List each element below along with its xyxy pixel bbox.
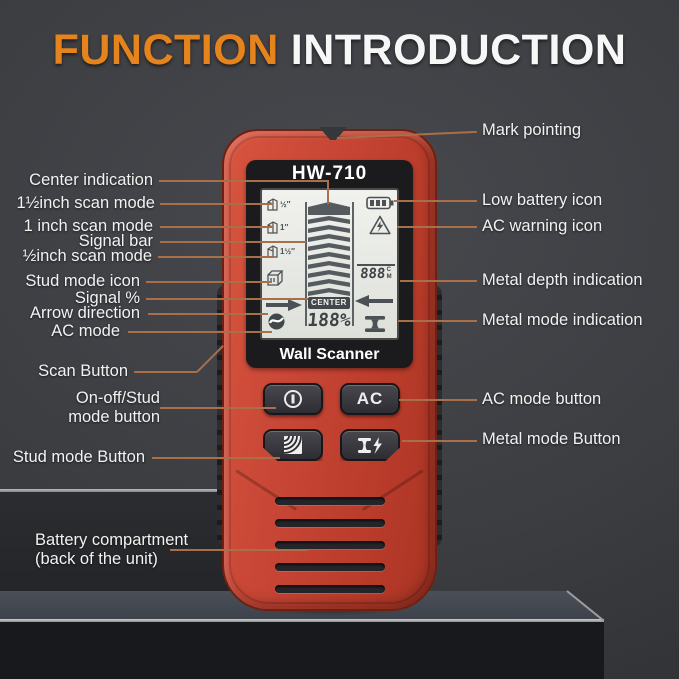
callout-label-metal-depth-indication: Metal depth indication <box>482 271 643 289</box>
arrow-left-glyph <box>355 295 393 307</box>
callout-label-battery-compartment: Battery compartment (back of the unit) <box>35 531 189 568</box>
center-indication-badge: CENTER <box>308 297 350 309</box>
power-icon <box>284 390 302 408</box>
left-arrow-icon <box>355 293 393 312</box>
unit-c: C <box>386 267 391 273</box>
title-highlight: FUNCTION <box>52 26 279 74</box>
page-icon <box>267 198 278 211</box>
platform-front-face <box>0 622 604 679</box>
line-metal-depth <box>400 280 477 282</box>
line-metal-mode-ind <box>398 320 477 322</box>
scan-mode-label: 1½″ <box>280 246 295 256</box>
stud-mode-button[interactable] <box>263 429 323 461</box>
line-signal-bar <box>160 241 306 243</box>
page-icon <box>267 221 278 234</box>
metal-depth-digits: 888 <box>359 266 387 282</box>
callout-label-arrow-direction: Arrow direction <box>29 304 140 322</box>
ac-mode-button[interactable]: AC <box>340 383 400 415</box>
callout-label-1-inch-scan-mode: 1 inch scan mode <box>23 217 153 235</box>
line-center-indication-drop <box>327 180 329 204</box>
callout-label-signal-bar: Signal bar <box>78 232 153 250</box>
scan-mode-one-half-inch: 1½″ <box>266 245 295 258</box>
callout-label-signal-percent: Signal % <box>74 289 140 307</box>
line-low-battery <box>394 200 477 202</box>
depth-units: C M <box>387 267 392 281</box>
callout-label-onoff-stud-button: On-off/Stud mode button <box>68 389 160 426</box>
callout-label-ac-warning-icon: AC warning icon <box>482 217 603 235</box>
signal-bar-right <box>352 202 354 326</box>
stud-cube-icon <box>266 269 284 287</box>
device-name: Wall Scanner <box>279 346 380 363</box>
metal-depth-indication: 888 C M <box>357 264 395 282</box>
scan-mode-label: ½″ <box>280 199 291 209</box>
line-metal-button <box>402 440 477 442</box>
scan-mode-half-inch: ½″ <box>266 198 291 211</box>
callout-label-center-indication: Center indication <box>29 171 153 189</box>
line-stud-icon <box>146 281 272 283</box>
center-chevron-stack <box>308 202 350 297</box>
line-ac-mode <box>128 331 272 333</box>
line-signal-percent <box>146 298 308 300</box>
title-rest: INTRODUCTION <box>290 26 627 74</box>
ac-button-label: AC <box>356 389 384 408</box>
scan-mode-one-inch: 1″ <box>266 221 288 234</box>
metal-bolt-icon <box>357 436 382 454</box>
line-center-indication <box>159 180 329 182</box>
unit-m: M <box>386 274 392 280</box>
power-stud-button[interactable] <box>263 383 323 415</box>
callout-label-low-battery-icon: Low battery icon <box>482 191 603 209</box>
line-ac-button <box>399 399 477 401</box>
ac-wave-icon <box>268 313 285 330</box>
platform-front-edge <box>0 619 604 622</box>
signal-percent-readout: 188% <box>306 310 352 331</box>
callout-label-half-inch-scan-mode: ½inch scan mode <box>22 247 152 265</box>
line-arrow-direction <box>148 313 268 315</box>
line-1-inch <box>160 226 273 228</box>
line-scan-button <box>134 371 197 373</box>
ac-wave-glyph <box>268 313 285 330</box>
line-ac-warning <box>397 226 477 228</box>
callout-label-stud-mode-button: Stud mode Button <box>12 448 145 466</box>
page-icon <box>267 245 278 258</box>
ac-warning-icon <box>369 215 391 240</box>
callout-label-ac-mode: AC mode <box>51 322 120 340</box>
callout-label-stud-mode-icon: Stud mode icon <box>25 272 140 290</box>
line-battery-compartment <box>170 549 308 551</box>
line-stud-button <box>152 457 280 459</box>
low-battery-icon <box>366 196 394 215</box>
front-panel: HW-710 ½″ 1″ 1½″ <box>246 160 413 368</box>
stud-scan-icon <box>284 436 302 454</box>
metal-mode-button[interactable] <box>340 429 400 461</box>
warning-triangle-glyph <box>369 215 391 235</box>
model-number: HW-710 <box>291 163 368 184</box>
wall-scanner-device: HW-710 ½″ 1″ 1½″ <box>217 127 442 611</box>
ibeam-glyph <box>365 316 385 332</box>
callout-label-ac-mode-button: AC mode button <box>482 390 602 408</box>
scan-mode-label: 1″ <box>280 222 289 232</box>
callout-label-metal-mode-indication: Metal mode indication <box>482 311 643 329</box>
callout-label-1half-inch-scan-mode: 1½inch scan mode <box>16 194 155 212</box>
line-onoff-button <box>160 407 276 409</box>
battery-glyph <box>366 196 394 210</box>
line-half-inch <box>158 256 273 258</box>
cube-icon <box>267 270 284 286</box>
arrow-right-glyph <box>266 299 302 311</box>
line-1half-inch <box>160 203 273 205</box>
callout-label-mark-pointing: Mark pointing <box>482 121 582 139</box>
right-arrow-icon <box>266 297 302 311</box>
metal-mode-indication-icon <box>363 315 387 338</box>
signal-bar-left <box>305 202 307 326</box>
battery-compartment-grip <box>275 497 385 607</box>
callout-label-scan-button: Scan Button <box>38 362 128 380</box>
chevron-solid-top <box>308 202 350 215</box>
callout-label-metal-mode-button: Metal mode Button <box>482 430 621 448</box>
left-step-edge <box>0 489 345 492</box>
lcd-screen: ½″ 1″ 1½″ <box>260 188 399 340</box>
